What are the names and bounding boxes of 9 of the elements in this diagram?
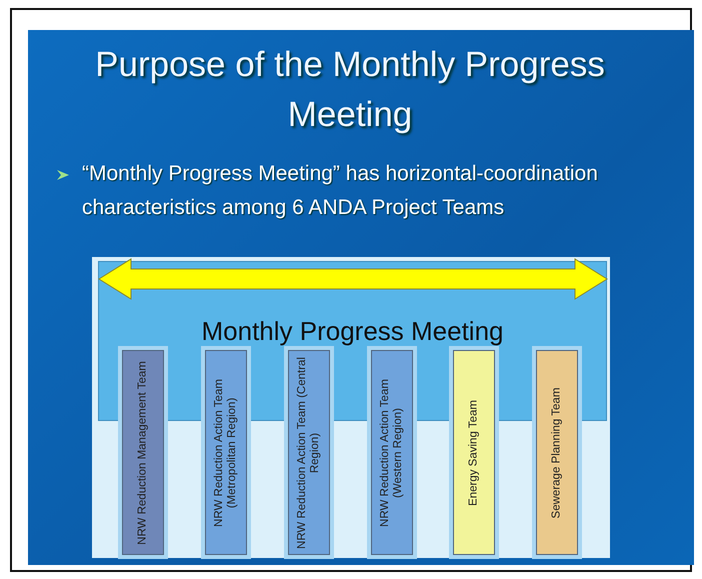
bullet-text: “Monthly Progress Meeting” has horizontal-coordination characteristics among 6 ANDA Project Teams	[82, 161, 599, 221]
team-name: Energy Saving Team	[468, 398, 480, 508]
team-name: NRW Reduction Management Team	[136, 360, 150, 546]
band-heading: Monthly Progress Meeting	[200, 316, 505, 347]
team-name: NRW Reduction Action Team (Metropolitan Region)	[213, 378, 239, 528]
team-name: Sewerage Planning Team	[550, 386, 564, 520]
team-name: NRW Reduction Action Team (Central Region)	[296, 356, 322, 550]
slide-title: Purpose of the Monthly Progress Meeting	[94, 44, 606, 136]
team-name: NRW Reduction Action Team (Western Region)	[379, 378, 405, 528]
